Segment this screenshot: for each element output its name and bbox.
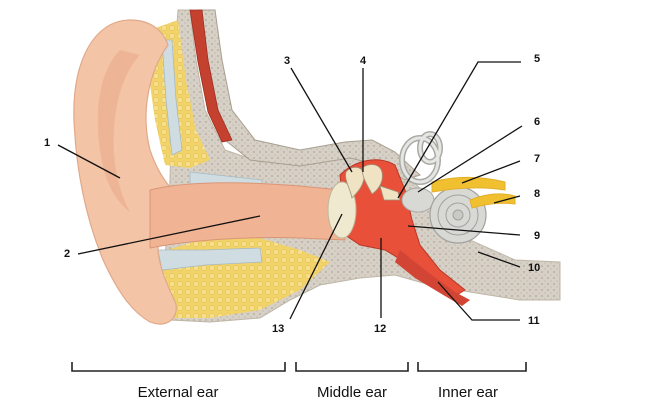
label-10: 10 [528, 262, 540, 274]
region-brackets [71, 362, 527, 372]
label-8: 8 [534, 188, 540, 200]
label-2: 2 [64, 248, 70, 260]
vestibulocochlear-nerve [431, 177, 516, 209]
label-1: 1 [44, 137, 50, 149]
ear-canal [149, 182, 346, 249]
label-11: 11 [528, 315, 540, 327]
stapes [379, 185, 401, 201]
number-labels: 1 2 3 4 5 6 7 8 9 10 11 12 13 [44, 53, 540, 335]
label-12: 12 [374, 323, 386, 335]
skull-bone [197, 9, 421, 181]
eustachian-tube [395, 250, 470, 306]
leader-lines [57, 61, 523, 321]
region-label-external: External ear [138, 384, 219, 401]
label-5: 5 [534, 53, 540, 65]
incus [361, 164, 383, 195]
eardrum [327, 181, 357, 239]
region-label-inner: Inner ear [438, 384, 498, 401]
malleus [345, 166, 365, 199]
cartilage-upper [161, 39, 183, 156]
label-3: 3 [284, 55, 290, 67]
region-label-middle: Middle ear [317, 384, 387, 401]
label-13: 13 [272, 323, 284, 335]
label-4: 4 [360, 55, 367, 67]
temporalis-muscle [189, 9, 233, 143]
label-7: 7 [534, 153, 540, 165]
label-9: 9 [534, 230, 540, 242]
label-6: 6 [534, 116, 540, 128]
cochlea [429, 186, 487, 244]
